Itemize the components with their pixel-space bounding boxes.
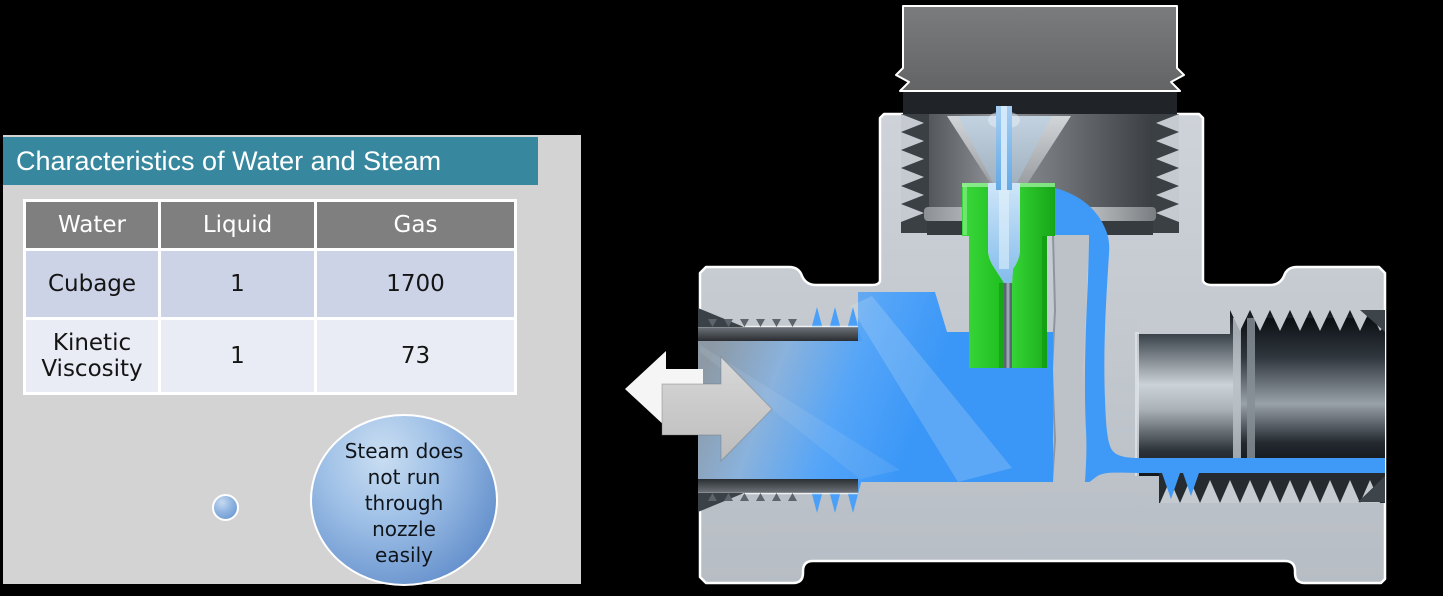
characteristics-table: Water Liquid Gas Cubage 1 1700 Kinetic V… (23, 199, 517, 395)
bubble-line: through (364, 491, 444, 515)
thought-bubble: Steam does not run through nozzle easily (310, 414, 498, 586)
nozzle-jet (996, 106, 1012, 190)
bubble-line: easily (375, 543, 433, 567)
table-row-viscosity-gas: 73 (317, 320, 514, 392)
table-row-cubage-gas: 1700 (317, 251, 514, 317)
info-panel: Characteristics of Water and Steam Water… (3, 135, 581, 586)
table-row-viscosity-liquid: 1 (161, 320, 314, 392)
table-row-cubage-liquid: 1 (161, 251, 314, 317)
thought-bubble-dot (212, 494, 239, 521)
column-header-liquid: Liquid (161, 202, 314, 248)
panel-title: Characteristics of Water and Steam (3, 137, 538, 185)
table-row-viscosity-label: Kinetic Viscosity (26, 320, 158, 392)
nozzle (962, 183, 1055, 368)
bubble-line: nozzle (372, 517, 436, 541)
inlet-port-left (698, 308, 858, 512)
fluid-stream-right (1055, 188, 1385, 482)
column-header-gas: Gas (317, 202, 514, 248)
bonnet-cap (895, 5, 1185, 92)
right-flow-arrow-icon (661, 355, 773, 463)
bubble-line: Steam does (344, 439, 464, 463)
column-header-water: Water (26, 202, 158, 248)
fluid-thread-spikes-right (1162, 473, 1199, 499)
table-row-cubage-label: Cubage (26, 251, 158, 317)
outlet-port-right (1135, 310, 1385, 503)
flow-direction-arrows (625, 351, 773, 463)
bubble-line: not run (367, 465, 441, 489)
